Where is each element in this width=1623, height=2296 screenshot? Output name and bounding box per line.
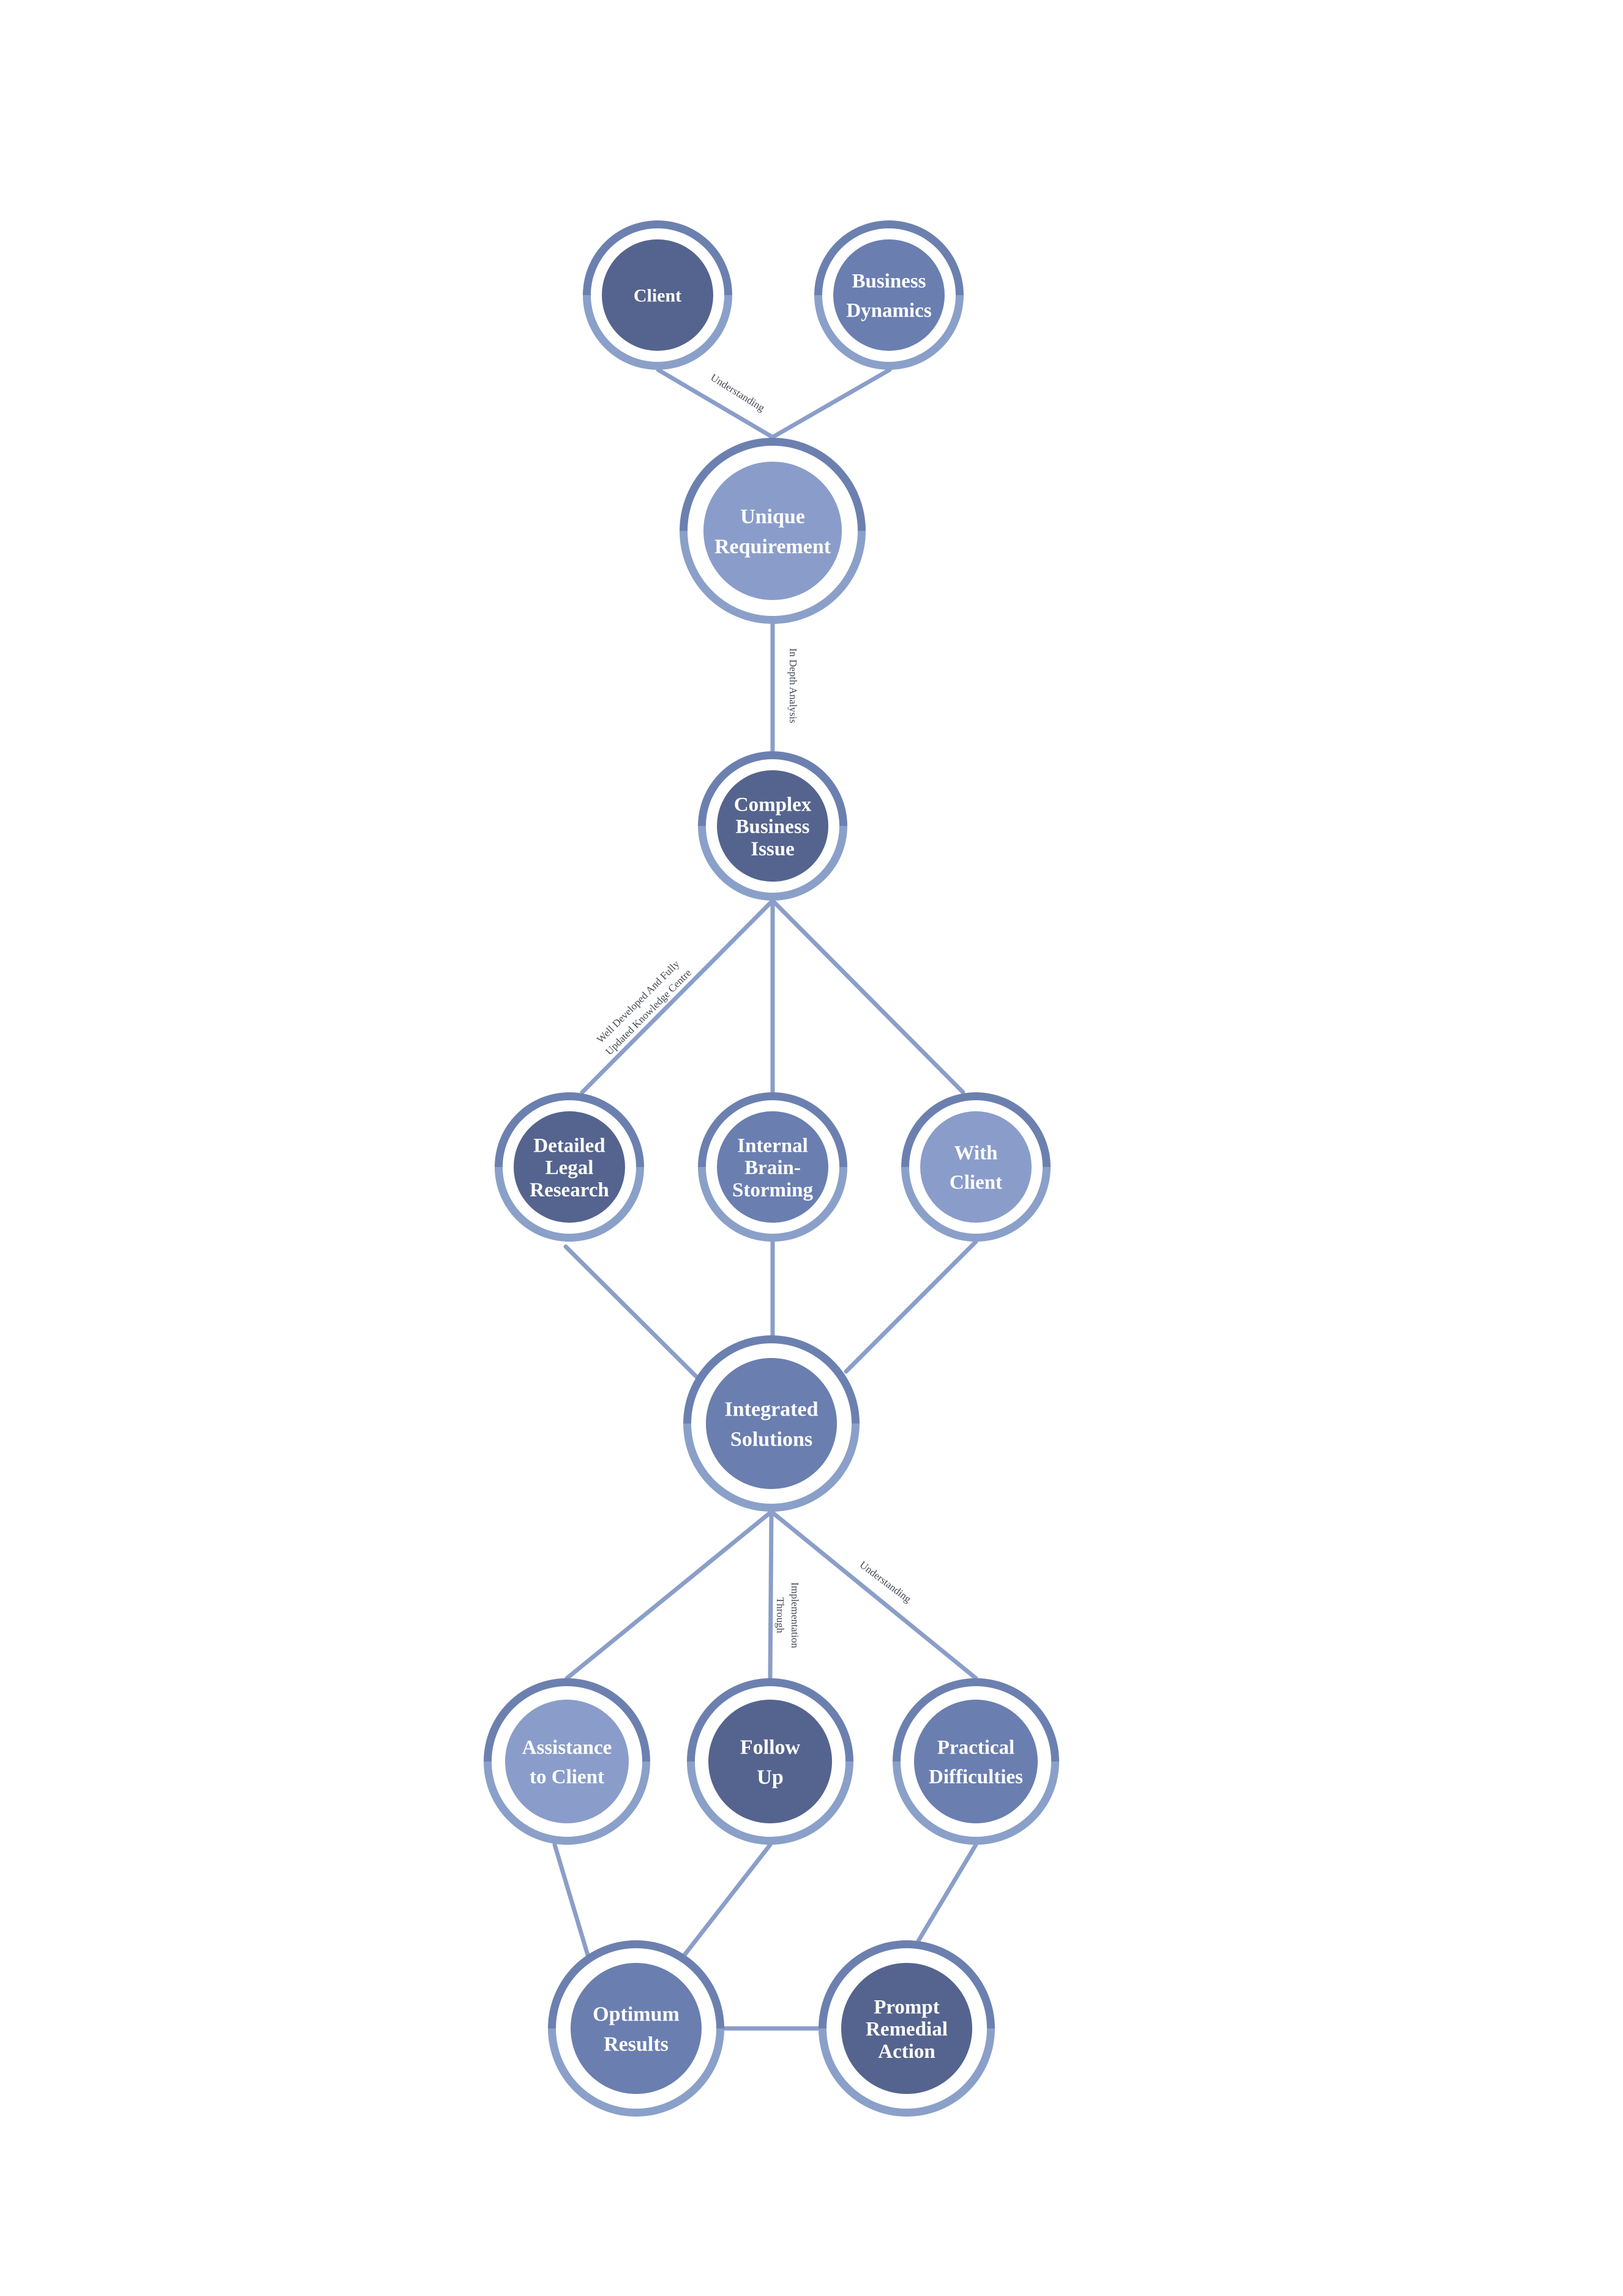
node-core bbox=[602, 239, 713, 351]
node-label-line: Complex bbox=[734, 793, 812, 816]
node-client: Client bbox=[583, 220, 732, 370]
node-core bbox=[841, 1963, 972, 2094]
connector-business-dynamics-to-unique-requirement bbox=[770, 367, 892, 440]
connector-label-text: Understanding bbox=[708, 372, 767, 414]
node-label-line: Business bbox=[735, 816, 809, 838]
node-core bbox=[914, 1700, 1038, 1823]
node-label-line: Storming bbox=[732, 1179, 814, 1201]
connector-follow-up-to-optimum-results bbox=[682, 1842, 773, 1957]
node-core bbox=[708, 1700, 832, 1823]
node-label-line: Dynamics bbox=[846, 299, 931, 321]
connector-with-client-to-integrated-solutions bbox=[844, 1239, 978, 1374]
connector-complex-business-issue-to-detailed-legal-research bbox=[580, 898, 775, 1095]
node-label-line: Internal bbox=[737, 1135, 808, 1157]
node-core bbox=[703, 462, 842, 600]
node-label-line: Business bbox=[852, 271, 926, 293]
node-label-line: Up bbox=[757, 1766, 783, 1789]
connector-label-understanding-bottom: Understanding bbox=[858, 1559, 914, 1605]
connector-complex-business-issue-to-with-client bbox=[770, 898, 965, 1095]
connector-assistance-to-client-to-optimum-results bbox=[552, 1842, 590, 1957]
connector-integrated-solutions-to-assistance-to-client bbox=[564, 1509, 774, 1681]
node-label-line: Practical bbox=[937, 1737, 1014, 1759]
node-label-line: Brain- bbox=[744, 1157, 801, 1179]
connector-practical-difficulties-to-prompt-remedial-action bbox=[916, 1842, 978, 1943]
connector-label-text: Updated Knowledge Centre bbox=[603, 967, 694, 1057]
node-core bbox=[717, 1111, 828, 1223]
node-label-line: Legal bbox=[545, 1157, 594, 1179]
node-layer: ClientBusinessDynamicsUniqueRequirementC… bbox=[484, 220, 1059, 2117]
node-core bbox=[833, 239, 945, 351]
node-label-line: Research bbox=[530, 1179, 609, 1201]
connector-label-text: Through bbox=[774, 1597, 786, 1634]
connector-integrated-solutions-to-practical-difficulties bbox=[769, 1509, 978, 1681]
connector-client-to-unique-requirement bbox=[656, 367, 775, 440]
node-label-line: Remedial bbox=[866, 2019, 948, 2041]
node-label-line: Results bbox=[604, 2033, 669, 2056]
node-label-line: With bbox=[954, 1142, 998, 1165]
node-core bbox=[505, 1700, 629, 1823]
node-assistance-to-client: Assistance to Client bbox=[484, 1678, 650, 1845]
connector-label-text: Well Developed And Fully bbox=[594, 958, 682, 1046]
node-label-line: Difficulties bbox=[929, 1766, 1023, 1788]
node-label-line: Unique bbox=[740, 505, 805, 528]
connector-label-text: Implementation bbox=[789, 1582, 801, 1648]
node-core bbox=[514, 1111, 625, 1223]
node-label-line: Requirement bbox=[714, 536, 831, 558]
connector-label-text: Understanding bbox=[858, 1559, 914, 1605]
connector-layer bbox=[552, 367, 978, 2031]
node-label-line: Follow bbox=[740, 1736, 801, 1758]
node-core bbox=[706, 1358, 837, 1489]
node-core bbox=[717, 770, 828, 882]
node-label-line: to Client bbox=[530, 1766, 604, 1788]
node-label-line: Detailed bbox=[533, 1135, 605, 1157]
node-label-line: Client bbox=[634, 286, 681, 306]
node-label-line: Optimum bbox=[593, 2003, 680, 2025]
connector-integrated-solutions-to-follow-up bbox=[768, 1509, 774, 1681]
node-label-line: Client bbox=[950, 1171, 1002, 1193]
connector-detailed-legal-research-to-integrated-solutions bbox=[563, 1244, 699, 1379]
node-label-line: Issue bbox=[751, 838, 795, 860]
connector-label-text: In Depth Analysis bbox=[787, 648, 799, 724]
connector-label-understanding-top: Understanding bbox=[708, 372, 767, 414]
node-label-line: Assistance bbox=[522, 1737, 612, 1759]
node-core bbox=[571, 1963, 702, 2094]
node-core bbox=[920, 1111, 1032, 1223]
node-label-line: Integrated bbox=[725, 1398, 819, 1420]
node-label-line: Prompt bbox=[874, 1996, 940, 2018]
node-label-line: Solutions bbox=[730, 1428, 812, 1451]
connector-label-in-depth-analysis: In Depth Analysis bbox=[787, 648, 799, 724]
node-label-line: Action bbox=[878, 2041, 935, 2063]
